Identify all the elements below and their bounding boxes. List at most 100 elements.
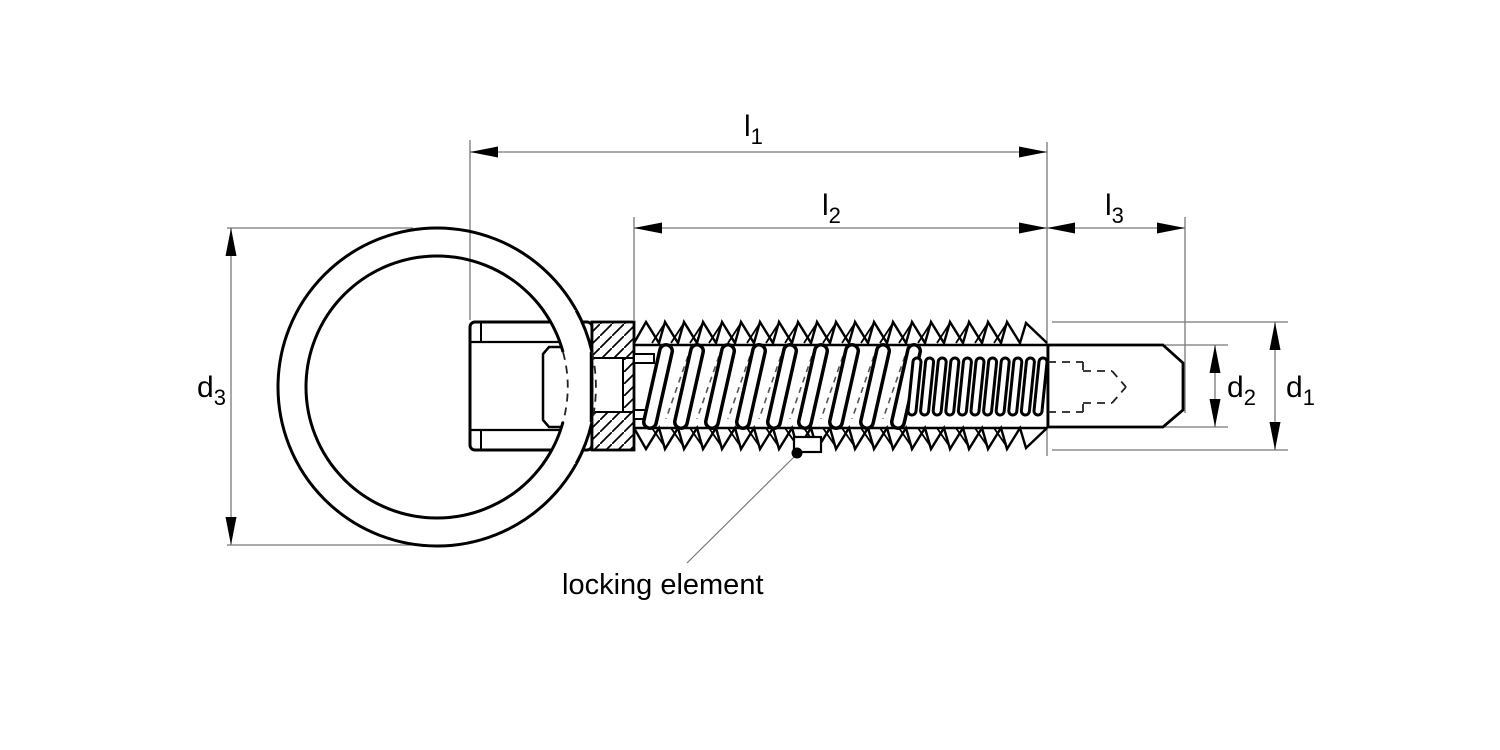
leader-line-locking-element <box>686 455 796 564</box>
ring-front-bottom-outer-edge <box>574 421 594 465</box>
spring-coil-core <box>645 346 671 427</box>
thread-helix-line <box>974 427 989 448</box>
spring-seat-tab-top <box>633 353 655 364</box>
thread-helix-line <box>841 427 856 448</box>
thread-helix-line <box>860 322 875 344</box>
flange-bore-slot <box>593 358 623 412</box>
arrow-d3-top <box>225 228 237 256</box>
thread-helix-line <box>727 427 742 448</box>
bore-cone-top <box>1111 370 1127 388</box>
spring-coil-compressed-core <box>922 359 933 414</box>
spring-coil-core <box>831 346 857 427</box>
thread-helix-line <box>955 427 970 448</box>
spring-coil-core <box>769 346 795 427</box>
thread-helix-line <box>974 322 989 344</box>
locking-element-body <box>792 435 823 454</box>
thread-helix-line <box>879 427 894 448</box>
spring-coil-core <box>862 346 888 427</box>
thread-helix-line <box>765 427 780 448</box>
thread-bottom-zigzag <box>632 425 1048 452</box>
arrow-d1-bottom <box>1269 422 1281 450</box>
pin-outline <box>1046 343 1185 429</box>
thread-helix-line <box>746 322 761 344</box>
thread-helix-line <box>879 322 894 344</box>
spring-coil-hidden-line <box>727 355 751 420</box>
thread-helix-line <box>993 427 1008 448</box>
spring-coil-compressed-core <box>1035 359 1046 414</box>
thread-helix-line <box>917 322 932 344</box>
dim-label-l1: l1 <box>744 110 763 149</box>
arrow-l2-right <box>1019 222 1047 234</box>
thread-helix-line <box>898 427 913 448</box>
locking-element-dot <box>791 447 803 459</box>
thread-helix-line <box>993 322 1008 344</box>
ring-front-top-outer-edge <box>574 309 594 353</box>
spring-coil-core <box>893 346 919 427</box>
spring-coil-compressed-core <box>1022 359 1033 414</box>
spring-coil-hidden-line <box>696 355 720 420</box>
thread-helix-line <box>841 322 856 344</box>
ring-front-top-inner-edge <box>541 309 565 353</box>
thread-helix-line <box>708 427 723 448</box>
bore-cone-bottom <box>1111 386 1127 404</box>
spring-coil-compressed-core <box>997 359 1008 414</box>
thread-helix-line <box>917 427 932 448</box>
spring-coil-compressed-core <box>959 359 970 414</box>
spring-coil-hidden-line <box>789 355 813 420</box>
arrow-l1-left <box>470 146 498 158</box>
spring-coil-core <box>676 346 702 427</box>
dim-label-d2: d2 <box>1227 371 1256 410</box>
arrow-l3-right <box>1157 222 1185 234</box>
thread-helix-line <box>936 322 951 344</box>
locking-element <box>791 435 823 459</box>
arrow-d3-bottom <box>225 517 237 545</box>
ring-hidden-arc-outer <box>591 351 597 423</box>
thread-helix-line <box>651 322 666 344</box>
arrow-l3-left <box>1047 222 1075 234</box>
spring-coil-compressed-core <box>985 359 996 414</box>
thread-helix-line <box>822 427 837 448</box>
dimension-arrowheads <box>225 146 1281 545</box>
thread-helix-line <box>803 322 818 344</box>
thread-helix-line <box>689 322 704 344</box>
spring-coil-compressed-core <box>909 359 920 414</box>
thread-helix-line <box>746 427 761 448</box>
ring-hidden-arcs <box>562 351 597 423</box>
thread-helix-line <box>727 322 742 344</box>
dim-label-d1: d1 <box>1286 371 1315 410</box>
spring-coil-hidden-line <box>882 355 906 420</box>
thread-top-zigzag <box>632 319 1048 346</box>
thread-helix-line <box>898 322 913 344</box>
thread-helix-line <box>784 322 799 344</box>
spring-coil-core <box>707 346 733 427</box>
plunger-pin <box>1046 343 1185 429</box>
spring-coil-hidden-line <box>758 355 782 420</box>
dim-label-l2: l2 <box>822 189 841 228</box>
pin-hidden-bore <box>1048 361 1127 413</box>
spring-coil-hidden-line <box>665 355 689 420</box>
spring-coil-compressed-core <box>1010 359 1021 414</box>
ring-hidden-arc-inner <box>562 351 569 423</box>
labels: l1 l2 l3 d3 d2 d1 locking element <box>197 110 1315 601</box>
spring-coil-hidden-line <box>851 355 875 420</box>
dimension-lines <box>227 140 1288 564</box>
spring-coil-core <box>738 346 764 427</box>
body-flange <box>590 320 655 452</box>
threaded-body <box>632 319 1048 452</box>
thread-helix-line <box>822 322 837 344</box>
arrow-d2-bottom <box>1209 399 1221 427</box>
thread-helix-line <box>651 427 666 448</box>
spring-coil-compressed-core <box>972 359 983 414</box>
arrow-l1-right <box>1019 146 1047 158</box>
arrow-l2-left <box>634 222 662 234</box>
thread-helix-line <box>670 322 685 344</box>
locking-element-label: locking element <box>562 569 764 601</box>
dim-label-d3: d3 <box>197 371 226 410</box>
spring-coil-compressed-core <box>947 359 958 414</box>
thread-helix-line <box>860 427 875 448</box>
ring-front-crossings <box>541 309 594 465</box>
thread-helix-line <box>670 427 685 448</box>
thread-helix-line <box>708 322 723 344</box>
thread-top-profile <box>632 319 1048 346</box>
